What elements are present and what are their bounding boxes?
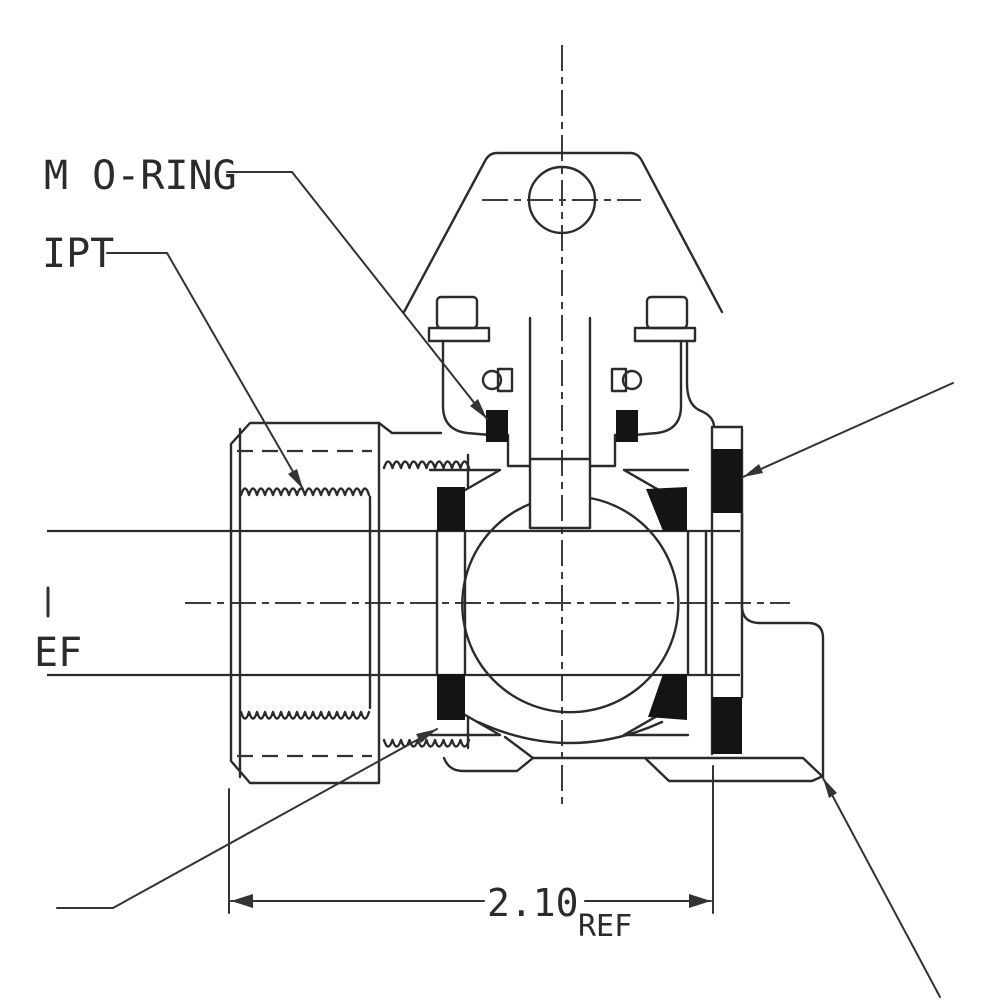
dim-arrow-right	[689, 894, 711, 908]
seat-pocket-top	[428, 468, 690, 499]
stem-flange-left	[427, 326, 491, 343]
seat-ring-under-ball	[476, 720, 664, 745]
ball-seat-left-bottom	[437, 674, 465, 720]
thread-label: IPT	[42, 231, 114, 277]
right-joint-columns	[686, 425, 744, 756]
body-top-right-fillet	[685, 339, 744, 429]
dimension-value: 2.10	[487, 881, 579, 925]
stem-washer-box-right	[610, 367, 628, 393]
ball-seat-right-bottom	[648, 674, 687, 720]
right-outlet-outline	[740, 427, 825, 778]
body-seal-leader-line	[742, 382, 954, 478]
annotation-text: M O-RING IPT EF 2.10 REF	[34, 153, 632, 944]
oring-leader-line	[226, 171, 488, 420]
stem-washer-left	[481, 369, 503, 391]
arrowheads	[231, 399, 837, 908]
seat-arrowhead	[416, 729, 437, 743]
annotation-lines	[46, 171, 954, 998]
stem-oring-right	[616, 410, 638, 442]
oring-arrowhead	[470, 399, 487, 419]
stem-washer-box-left	[496, 367, 514, 393]
stem-washer-right	[621, 369, 643, 391]
left-edge-partial-label: EF	[34, 630, 82, 676]
ball-outline	[461, 496, 680, 714]
ball-seat-left-top	[437, 487, 465, 531]
stem-nut-right	[645, 295, 689, 330]
body-seal-top	[712, 449, 742, 513]
outlet-leader-line	[822, 777, 941, 998]
outlet-arrowhead	[823, 778, 837, 798]
body-top-left-step	[377, 421, 443, 435]
handle-pad-outline	[402, 151, 724, 314]
body-bottom-outline	[442, 756, 825, 783]
female-threads-bottom	[239, 710, 371, 720]
ball-seat-right-top	[646, 487, 687, 531]
handle-hole	[527, 165, 597, 235]
body-seal-bottom	[712, 697, 742, 754]
gland-right-outline	[588, 339, 683, 468]
gland-left-outline	[441, 339, 532, 468]
coupling-nut-outline	[229, 421, 381, 785]
ipt-leader-line	[106, 252, 304, 490]
flow-bore-lines	[47, 529, 740, 677]
stem-column	[528, 316, 592, 530]
female-threads-top	[239, 487, 371, 497]
stem-oring-left	[486, 410, 508, 442]
male-threads-top	[382, 460, 471, 470]
hidden-lines	[237, 449, 372, 758]
stem-flange-right	[633, 326, 697, 343]
dimension-qualifier: REF	[578, 909, 632, 944]
seal-fills	[437, 410, 742, 754]
stem-nut-left	[435, 295, 479, 330]
ipt-arrowhead	[288, 469, 303, 489]
oring-label: M O-RING	[44, 153, 237, 199]
left-seat-bore-edges	[435, 529, 467, 677]
male-threads-bottom	[382, 738, 471, 748]
dim-arrow-left	[231, 894, 253, 908]
seat-pocket-bottom	[428, 706, 690, 760]
body-seal-arrowhead	[743, 464, 763, 477]
seat-leader-line	[56, 728, 438, 909]
